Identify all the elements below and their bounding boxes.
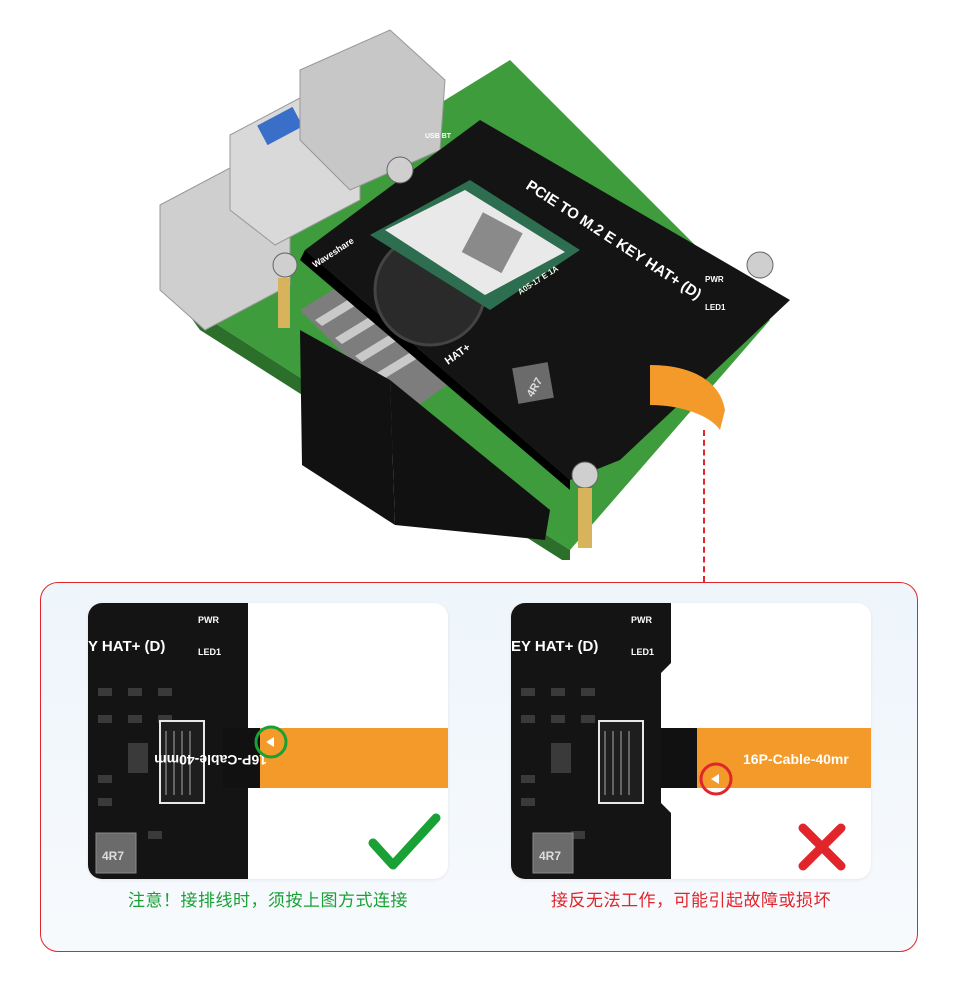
pwr-label: PWR (631, 615, 652, 625)
inductor-label: 4R7 (539, 849, 561, 863)
product-photo: 4R7 PCIE TO M.2 E KEY HAT+ (D) Waveshare… (159, 29, 790, 560)
board-closeup (511, 603, 671, 879)
hero-usb-label: USB BT (425, 133, 452, 140)
triangle-marker-icon (711, 774, 719, 784)
orientation-marker-highlight (254, 725, 288, 759)
wrong-caption: 接反无法工作，可能引起故障或损坏 (551, 891, 831, 910)
hero-pwr-label: PWR (705, 275, 724, 284)
triangle-marker-icon (266, 737, 274, 747)
wrong-connection-card: EY HAT+ (D) PWR LED1 4R7 16P-Cable-40mr (511, 603, 871, 879)
orientation-marker-highlight (699, 762, 733, 796)
usb-ports (159, 29, 446, 331)
ffc-ribbon-cable (650, 365, 725, 430)
board-title-fragment: EY HAT+ (D) (511, 638, 598, 655)
cable-label: 16P-Cable-40mm (154, 752, 267, 768)
led1-label: LED1 (631, 647, 654, 657)
inductor (512, 362, 554, 404)
callout-connector-line (703, 430, 705, 582)
ffc-cable (697, 728, 871, 788)
cable-stiffener (661, 728, 701, 788)
board-title-fragment: Y HAT+ (D) (88, 638, 165, 655)
ffc-cable (260, 728, 448, 788)
inductor-label: 4R7 (102, 849, 124, 863)
wifi-module (370, 180, 580, 310)
gpio-header (300, 330, 550, 540)
led1-label: LED1 (198, 647, 221, 657)
smd-components (98, 688, 172, 839)
callout-panel: Y HAT+ (D) PWR LED1 4R7 16P-C (40, 582, 918, 952)
inductor (532, 832, 574, 874)
pwr-label: PWR (198, 615, 219, 625)
check-icon (368, 813, 441, 870)
correct-caption: 注意！接排线时，须按上图方式连接 (128, 891, 408, 910)
cross-icon (798, 823, 846, 871)
smd-components (521, 688, 595, 839)
correct-connection-card: Y HAT+ (D) PWR LED1 4R7 16P-C (88, 603, 448, 879)
inductor (95, 832, 137, 874)
cable-label: 16P-Cable-40mr (743, 751, 849, 767)
hero-led1-label: LED1 (705, 303, 726, 312)
